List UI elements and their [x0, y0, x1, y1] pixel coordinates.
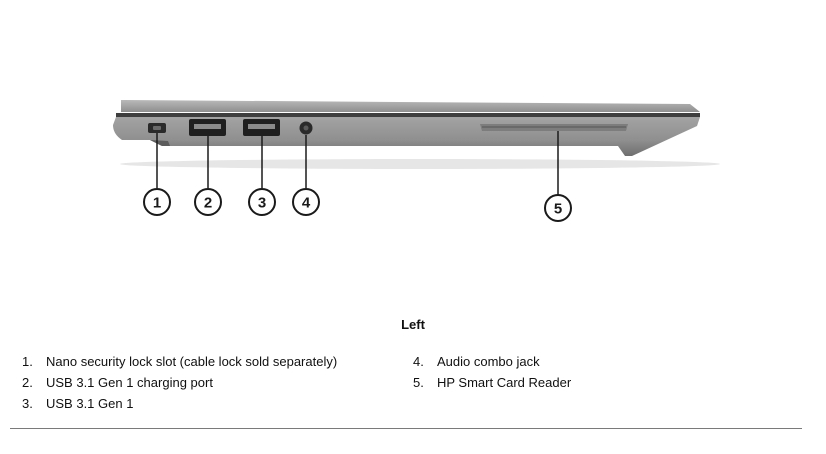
legend-item-number: 4.: [413, 354, 424, 369]
callout-5: 5: [544, 194, 572, 222]
leader-lines: [156, 131, 559, 195]
legend-item-text: USB 3.1 Gen 1: [46, 396, 134, 411]
legend-item-text: Nano security lock slot (cable lock sold…: [46, 354, 338, 369]
legend-item-number: 1.: [22, 354, 33, 369]
usb-port: [243, 119, 280, 136]
legend-item-text: HP Smart Card Reader: [437, 375, 572, 390]
legend-item: 1. Nano security lock slot (cable lock so…: [22, 351, 337, 372]
legend-list-right: 4. Audio combo jack 5. HP Smart Card Reade…: [413, 351, 571, 393]
legend-item: 3. USB 3.1 Gen 1: [22, 393, 337, 414]
legend-item: 2. USB 3.1 Gen 1 charging port: [22, 372, 337, 393]
callout-4: 4: [292, 188, 320, 216]
legend-item-text: USB 3.1 Gen 1 charging port: [46, 375, 213, 390]
laptop-foot: [150, 140, 170, 146]
callout-1-label: 1: [153, 195, 161, 212]
audio-combo-jack: [299, 121, 313, 135]
legend-item-number: 3.: [22, 396, 33, 411]
legend-item-text: Audio combo jack: [437, 354, 540, 369]
callout-5-label: 5: [554, 201, 562, 218]
legend-item: 5. HP Smart Card Reader: [413, 372, 571, 393]
callout-4-label: 4: [302, 195, 311, 212]
bottom-divider: [10, 428, 802, 429]
section-heading: Left: [401, 317, 425, 332]
legend-list-left: 1. Nano security lock slot (cable lock so…: [22, 351, 337, 414]
legend-item-number: 2.: [22, 375, 33, 390]
laptop-left-side-figure: 1 2 3 4 5: [113, 100, 720, 222]
smart-card-reader-slot: [480, 124, 628, 131]
security-lock-slot: [148, 123, 166, 133]
callout-3-label: 3: [258, 195, 266, 212]
callout-2: 2: [194, 188, 222, 216]
laptop-shadow: [120, 159, 720, 169]
legend-item: 4. Audio combo jack: [413, 351, 571, 372]
laptop-seam: [116, 113, 700, 117]
usb-charging-port: [189, 119, 226, 136]
callout-2-label: 2: [204, 195, 212, 212]
laptop-lid: [121, 100, 700, 112]
legend-item-number: 5.: [413, 375, 424, 390]
callout-1: 1: [143, 188, 171, 216]
callout-3: 3: [248, 188, 276, 216]
